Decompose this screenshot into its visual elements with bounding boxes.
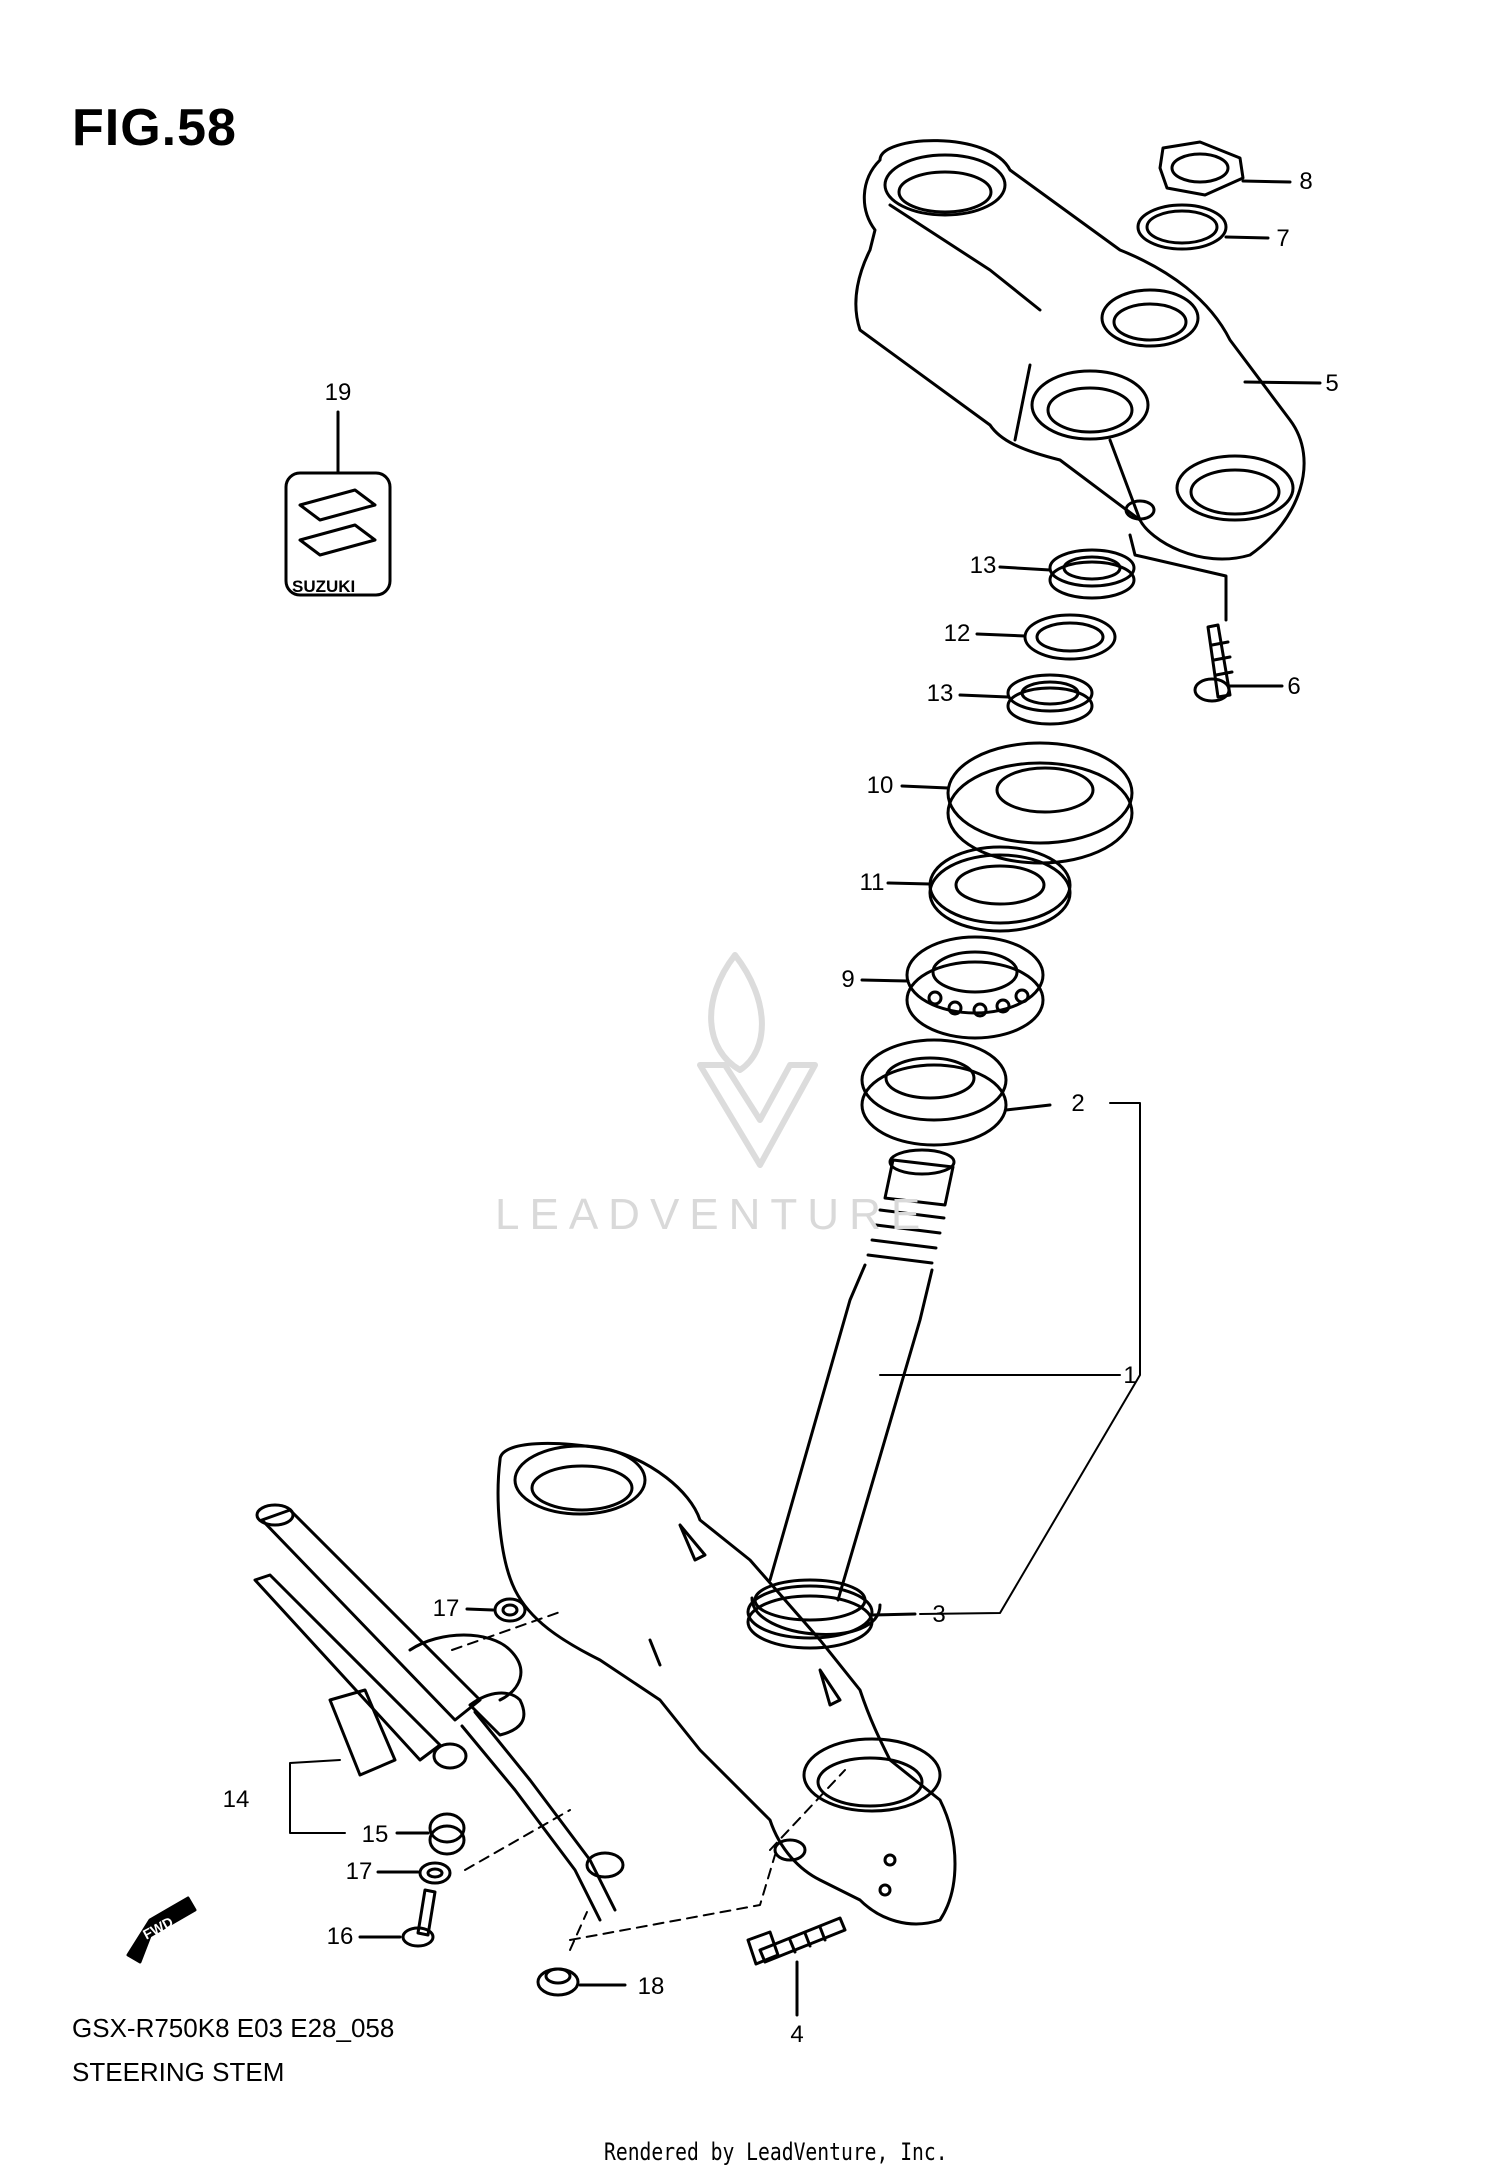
part-17-washer-lower[interactable] — [418, 1861, 452, 1885]
callout-3[interactable]: 3 — [932, 1601, 946, 1628]
leader-5 — [1243, 380, 1322, 385]
leader-8 — [1241, 179, 1292, 184]
part-10-dust-seal[interactable] — [946, 741, 1134, 865]
callout-17-lower[interactable]: 17 — [345, 1858, 373, 1885]
callout-11[interactable]: 11 — [859, 869, 885, 896]
callout-4[interactable]: 4 — [790, 2021, 804, 2048]
part-4-bolt[interactable] — [746, 1916, 847, 1966]
leader-7 — [1224, 235, 1270, 240]
leader-13a — [998, 565, 1052, 572]
callout-6[interactable]: 6 — [1287, 673, 1301, 700]
part-15-bushing[interactable] — [428, 1812, 466, 1856]
part-17-washer-upper[interactable] — [493, 1597, 527, 1623]
leader-10 — [900, 784, 950, 790]
part-5-upper-bracket[interactable] — [854, 139, 1306, 561]
part-13-lock-nut-upper[interactable] — [1048, 548, 1136, 600]
leader-12 — [975, 632, 1027, 638]
emblem-logo-text: SUZUKI — [292, 577, 356, 596]
leader-group-2-1-3 — [919, 1102, 1141, 1615]
watermark-logo — [697, 952, 818, 1168]
part-3-seal[interactable] — [746, 1584, 874, 1650]
leader-11 — [886, 881, 932, 886]
leader-6-group — [1128, 533, 1228, 622]
watermark-text: LEADVENTURE — [495, 1190, 931, 1239]
fwd-arrow-icon — [126, 1896, 197, 1964]
callout-8[interactable]: 8 — [1299, 168, 1313, 195]
leader-17a — [465, 1607, 495, 1612]
callout-13-upper[interactable]: 13 — [969, 552, 997, 579]
figure-description: STEERING STEM — [72, 2057, 285, 2087]
lower-bracket — [496, 1441, 957, 1926]
leader-3 — [870, 1612, 917, 1617]
part-18-nut[interactable] — [536, 1967, 580, 1997]
callout-17-upper[interactable]: 17 — [432, 1595, 460, 1622]
leader-13b — [958, 693, 1010, 699]
part-8-steering-stem-nut[interactable] — [1158, 140, 1245, 197]
callout-1[interactable]: 1 — [1123, 1362, 1137, 1389]
part-2-bearing-race[interactable] — [860, 1038, 1008, 1147]
callout-9[interactable]: 9 — [841, 966, 855, 993]
part-7-washer[interactable] — [1136, 203, 1228, 251]
assembly-dashed-lines — [451, 1611, 846, 1951]
figure-title: FIG.58 — [72, 99, 237, 157]
callout-13-lower[interactable]: 13 — [926, 680, 954, 707]
leader-14 — [289, 1759, 346, 1834]
callout-14[interactable]: 14 — [222, 1786, 250, 1813]
part-6-bolt[interactable] — [1193, 623, 1234, 703]
callout-12[interactable]: 12 — [943, 620, 971, 647]
model-code: GSX-R750K8 E03 E28_058 — [72, 2013, 395, 2043]
part-12-lock-washer[interactable] — [1023, 613, 1117, 661]
rendered-by-credit: Rendered by LeadVenture, Inc. — [604, 2138, 948, 2166]
leader-2 — [1004, 1103, 1052, 1112]
callout-15[interactable]: 15 — [361, 1821, 389, 1848]
part-14-steering-damper[interactable] — [253, 1503, 625, 1922]
callout-10[interactable]: 10 — [866, 772, 894, 799]
callout-5[interactable]: 5 — [1325, 370, 1339, 397]
leader-9 — [860, 978, 910, 983]
part-9-bearing[interactable] — [905, 935, 1045, 1040]
callout-18[interactable]: 18 — [637, 1973, 665, 2000]
part-13-lock-nut-lower[interactable] — [1006, 673, 1094, 726]
callout-7[interactable]: 7 — [1276, 225, 1290, 252]
part-16-bolt[interactable] — [401, 1888, 437, 1948]
callout-19[interactable]: 19 — [324, 379, 352, 406]
callout-16[interactable]: 16 — [326, 1923, 354, 1950]
callout-2[interactable]: 2 — [1071, 1090, 1085, 1117]
